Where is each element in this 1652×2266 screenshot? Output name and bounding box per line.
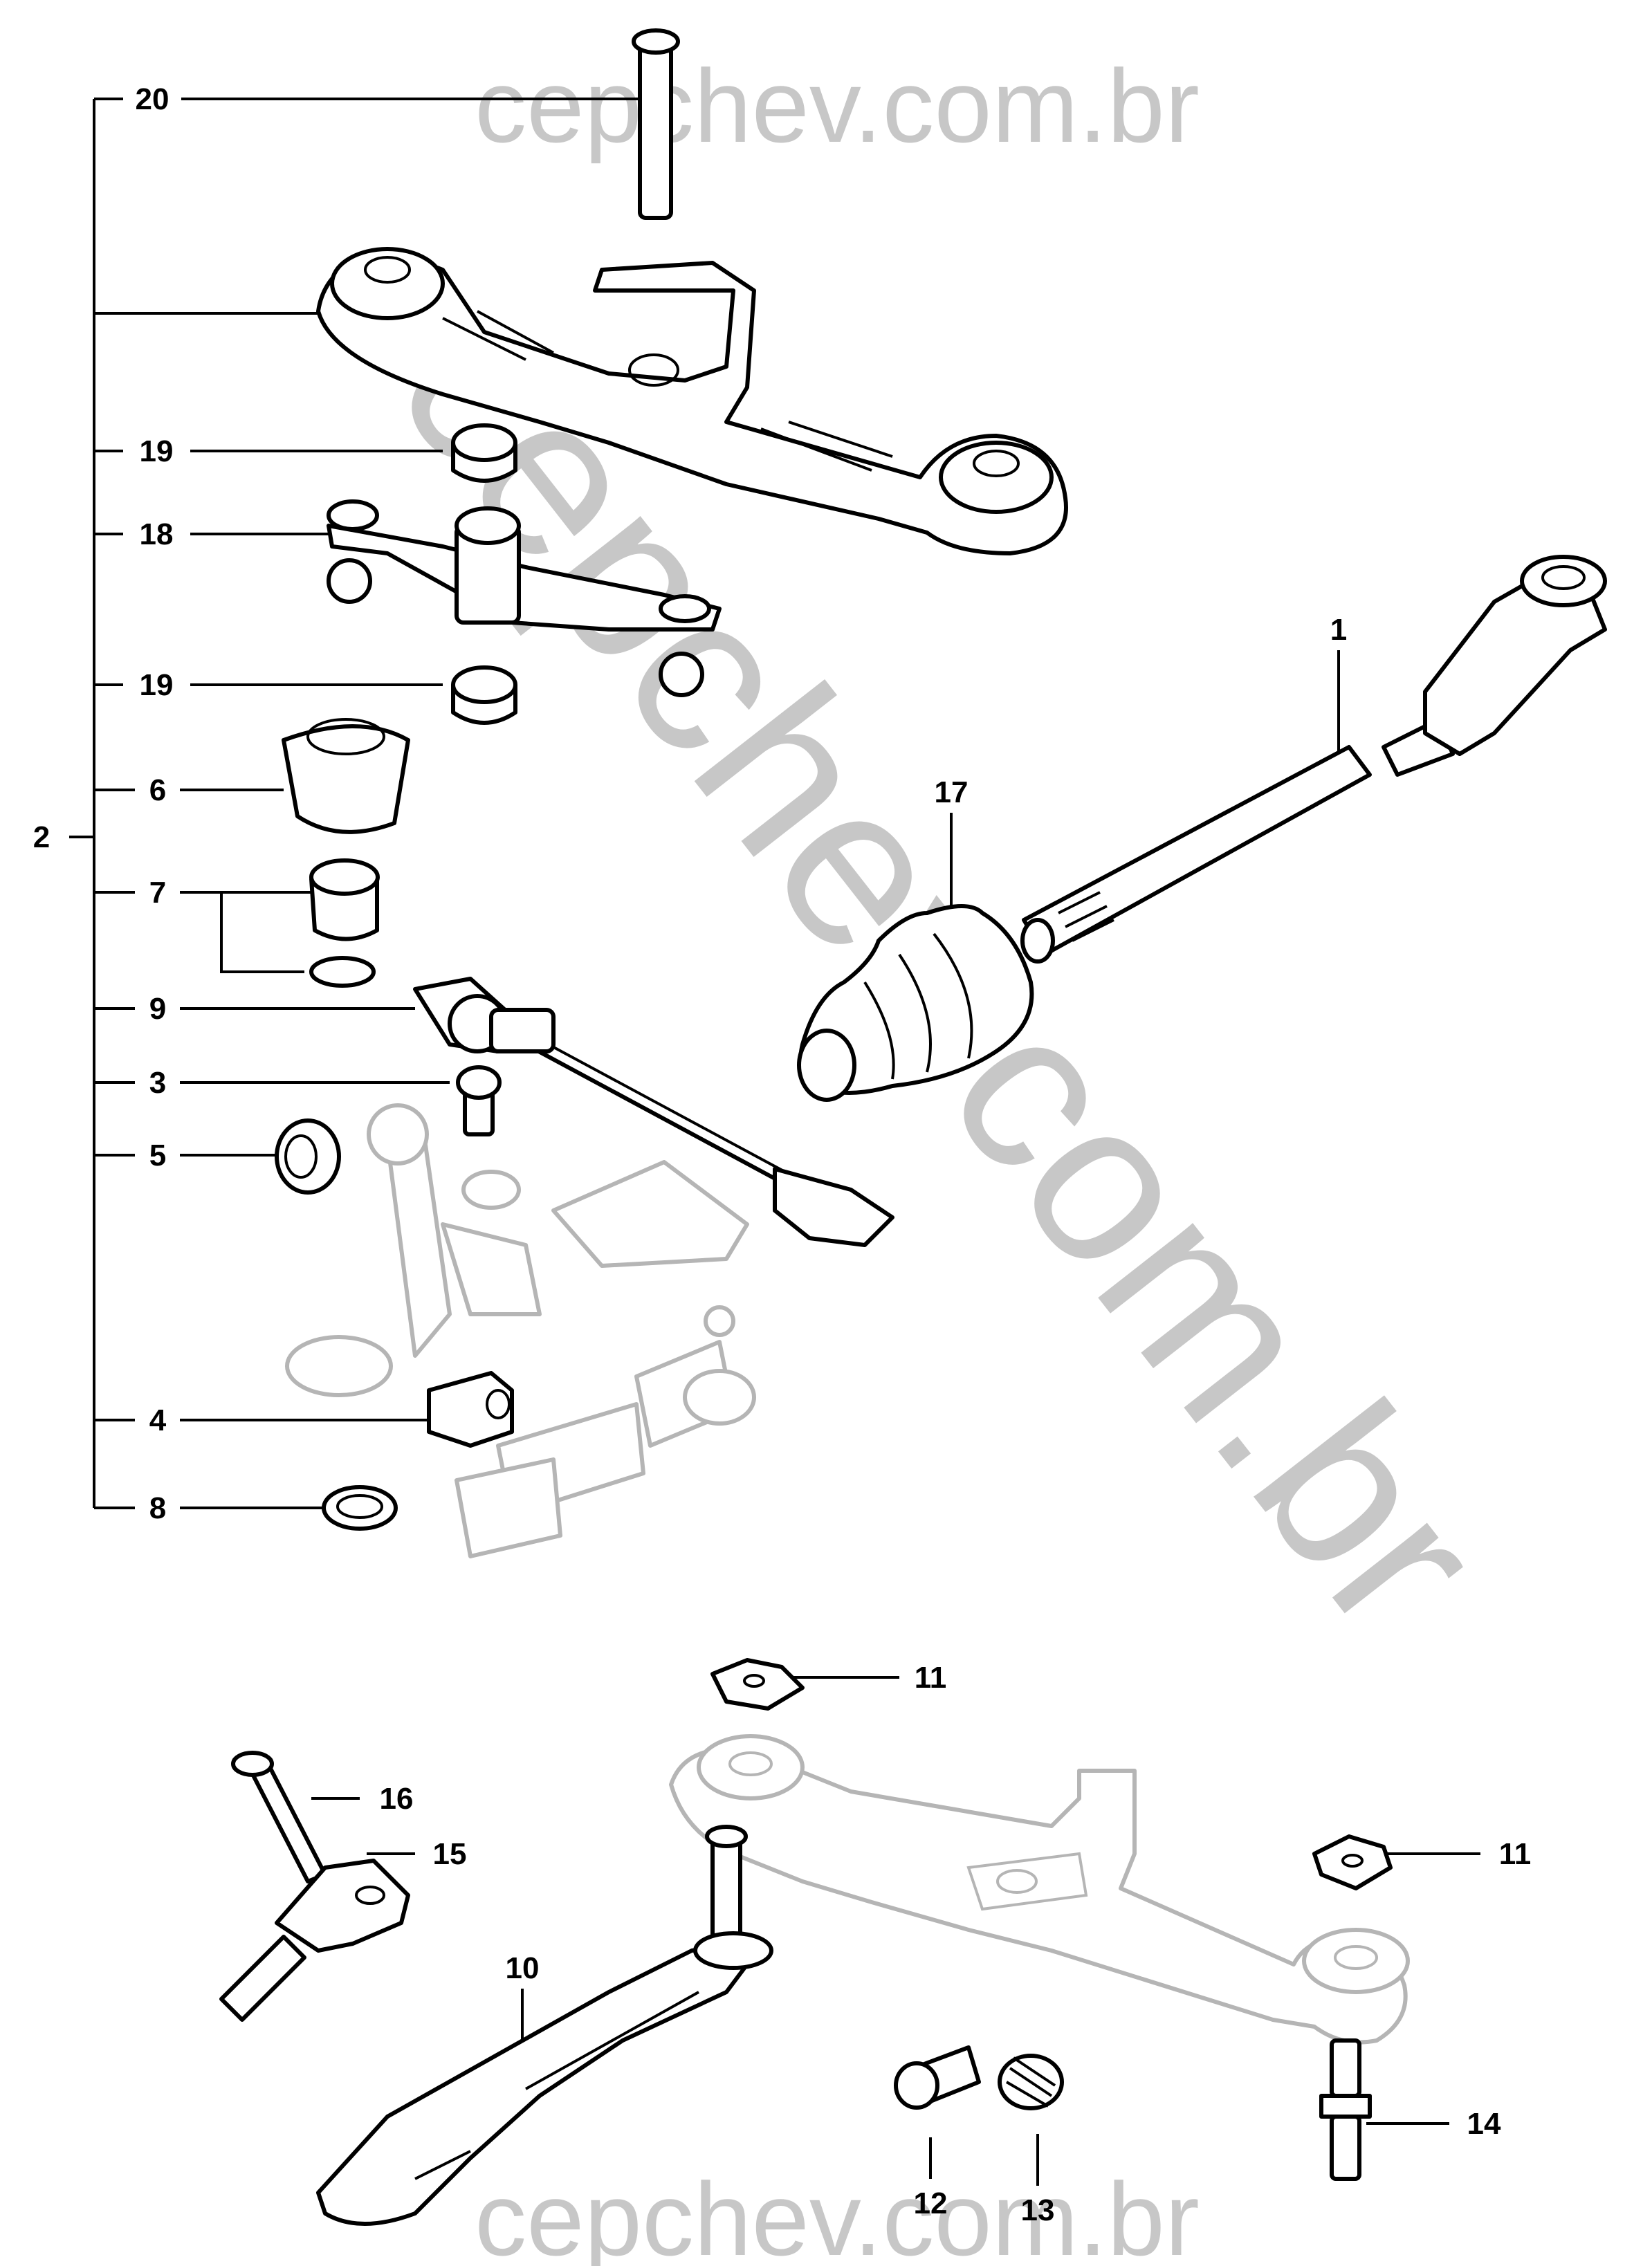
callout-19-upper: 19: [140, 434, 174, 468]
part-11-clip-upper: [710, 1658, 805, 1711]
part-leaders: [311, 650, 1480, 2186]
callout-13: 13: [1021, 2193, 1055, 2227]
callout-16: 16: [380, 1782, 414, 1816]
callout-1: 1: [1330, 613, 1347, 647]
part-2-crossmember: [316, 247, 1068, 555]
watermark-top: cepchev.com.br: [475, 48, 1200, 164]
callout-8: 8: [149, 1491, 166, 1525]
part-19-bushing-upper: [451, 423, 517, 483]
part-1-shift-shaft: [1020, 555, 1607, 964]
part-20-pin: [632, 28, 680, 220]
part-12-bolt: [894, 2045, 981, 2110]
callout-2: 2: [33, 820, 50, 854]
part-10-lever: [316, 1825, 773, 2226]
part-19-bushing-lower: [451, 665, 517, 725]
callout-labels: 20 19 18 19 6 2 7 9 3 5 4 8 1 17 11 11 1…: [33, 82, 1532, 2227]
callout-10: 10: [506, 1951, 540, 1985]
callout-11-lower: 11: [1499, 1837, 1532, 1871]
part-7-sleeve: [309, 858, 380, 988]
part-5-bearing: [275, 1118, 341, 1195]
part-9-shift-rod: [413, 977, 894, 1247]
ghost-shifter-assembly: [285, 1103, 756, 1558]
callout-7: 7: [149, 876, 166, 910]
part-11-clip-lower: [1312, 1834, 1393, 1890]
callout-11-upper: 11: [915, 1661, 947, 1695]
callout-5: 5: [149, 1139, 166, 1172]
callout-4: 4: [149, 1403, 167, 1437]
callout-6: 6: [149, 773, 166, 807]
callout-14: 14: [1467, 2107, 1501, 2141]
part-6-cap: [282, 718, 410, 834]
callout-9: 9: [149, 992, 166, 1026]
assembly-bracket-leaders: [69, 98, 643, 1509]
part-8-snap-ring: [322, 1485, 398, 1531]
part-4-block: [427, 1371, 514, 1448]
part-16-pin: [231, 1751, 327, 1883]
callout-12: 12: [914, 2186, 948, 2220]
part-3-bolt: [456, 1065, 502, 1136]
callout-3: 3: [149, 1066, 166, 1100]
part-13-spring: [998, 2054, 1064, 2110]
part-15-clevis: [219, 1859, 410, 2022]
callout-19-lower: 19: [140, 668, 174, 702]
watermark-bottom: cepchev.com.br: [475, 2161, 1200, 2266]
callout-18: 18: [140, 517, 174, 551]
callout-20: 20: [136, 82, 169, 116]
part-14-stud: [1319, 2038, 1372, 2181]
callout-17: 17: [935, 775, 969, 809]
callout-15: 15: [433, 1837, 467, 1871]
part-18-lever: [327, 499, 722, 697]
part-17-rubber-boot: [797, 904, 1034, 1102]
ghost-crossmember-bracket: [669, 1734, 1410, 2045]
